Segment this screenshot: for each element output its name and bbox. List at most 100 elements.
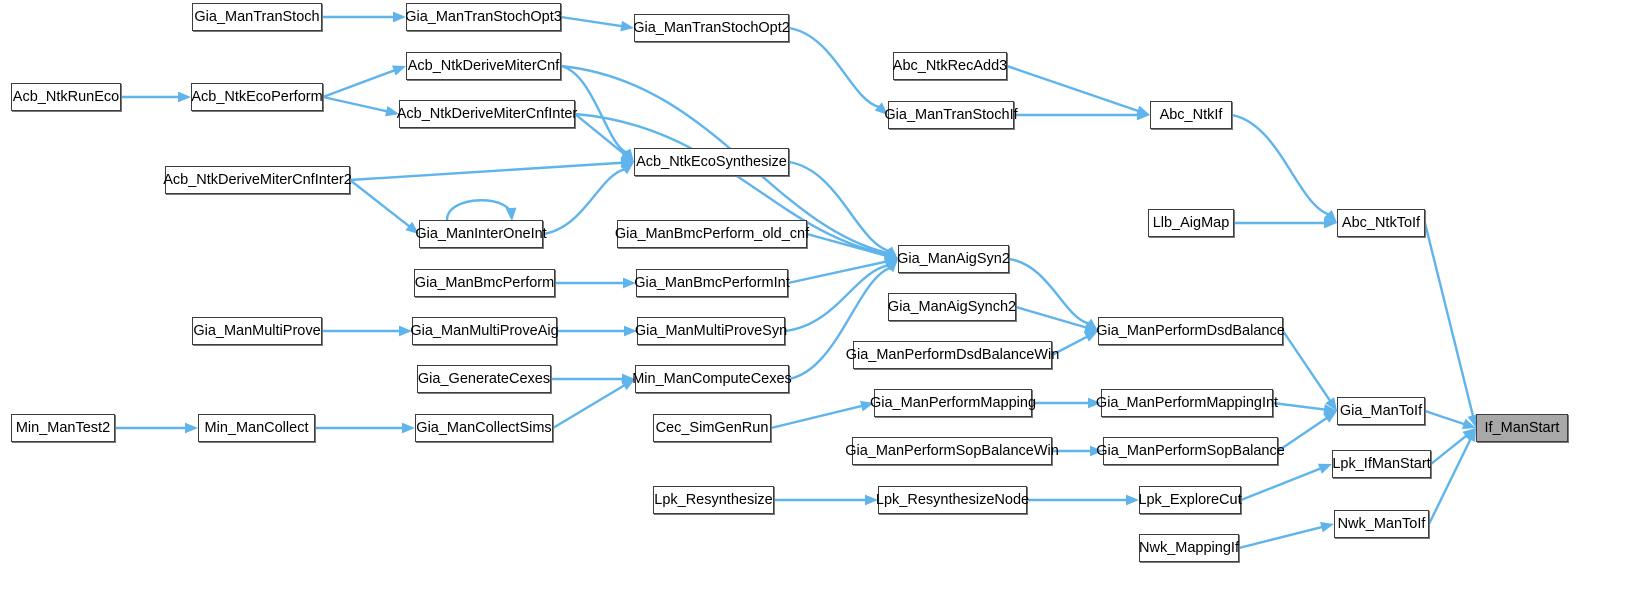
graph-node-min-mancollect[interactable]: Min_ManCollect bbox=[198, 414, 315, 442]
graph-node-label: Gia_ManBmcPerform_old_cnf bbox=[614, 225, 810, 242]
graph-edge bbox=[1231, 113, 1337, 223]
graph-node-acb-ntkruneco[interactable]: Acb_NtkRunEco bbox=[11, 83, 121, 111]
graph-edge bbox=[774, 494, 878, 506]
graph-node-gia-manbmcperformint[interactable]: Gia_ManBmcPerformInt bbox=[634, 269, 790, 297]
graph-edge bbox=[315, 422, 415, 434]
graph-node-gia-manperformmapping[interactable]: Gia_ManPerformMapping bbox=[870, 389, 1036, 417]
graph-node-gia-manbmcperform[interactable]: Gia_ManBmcPerform bbox=[414, 269, 555, 297]
graph-edge bbox=[770, 400, 874, 430]
graph-node-cec-simgenrun[interactable]: Cec_SimGenRun bbox=[653, 414, 771, 442]
graph-node-label: Acb_NtkDeriveMiterCnfInter2 bbox=[163, 171, 352, 188]
graph-node-gia-mantranstochopt3[interactable]: Gia_ManTranStochOpt3 bbox=[405, 3, 562, 31]
graph-node-nwk-mappingif[interactable]: Nwk_MappingIf bbox=[1139, 534, 1239, 562]
graph-edge bbox=[555, 277, 636, 289]
graph-node-label: Acb_NtkDeriveMiterCnfInter bbox=[396, 105, 578, 122]
graph-edge bbox=[1051, 331, 1098, 357]
graph-edge bbox=[1014, 109, 1150, 121]
graph-node-gia-manbmcperform-old-cnf[interactable]: Gia_ManBmcPerform_old_cnf bbox=[614, 220, 810, 248]
graph-edge bbox=[1423, 222, 1479, 428]
graph-node-gia-manperformdsdbalance[interactable]: Gia_ManPerformDsdBalance bbox=[1096, 317, 1285, 345]
graph-node-gia-manperformmappingint[interactable]: Gia_ManPerformMappingInt bbox=[1096, 389, 1278, 417]
graph-node-label: Gia_ManAigSyn2 bbox=[897, 250, 1010, 267]
graph-edge bbox=[115, 422, 198, 434]
graph-node-gia-manaigsyn2[interactable]: Gia_ManAigSyn2 bbox=[897, 245, 1010, 273]
graph-edge bbox=[349, 157, 634, 182]
graph-node-acb-ntkecosynthesize[interactable]: Acb_NtkEcoSynthesize bbox=[634, 148, 789, 176]
graph-edge bbox=[1052, 445, 1103, 457]
graph-node-lpk-explorecut[interactable]: Lpk_ExploreCut bbox=[1138, 486, 1242, 514]
graph-node-nwk-mantoif[interactable]: Nwk_ManToIf bbox=[1334, 510, 1429, 538]
graph-edge bbox=[1027, 494, 1139, 506]
graph-node-gia-mancollectsims[interactable]: Gia_ManCollectSims bbox=[415, 414, 553, 442]
graph-node-label: Min_ManComputeCexes bbox=[632, 370, 792, 387]
graph-edge bbox=[542, 162, 634, 236]
graph-edge bbox=[1240, 463, 1332, 502]
graph-edge bbox=[787, 256, 898, 285]
graph-node-label: Gia_ManMultiProve bbox=[193, 322, 321, 339]
graph-edge bbox=[445, 199, 517, 221]
graph-edge bbox=[1424, 409, 1476, 430]
graph-node-label: Gia_ManBmcPerformInt bbox=[634, 274, 790, 291]
graph-node-abc-ntkif[interactable]: Abc_NtkIf bbox=[1150, 101, 1232, 129]
graph-node-lpk-resynthesize[interactable]: Lpk_Resynthesize bbox=[653, 486, 774, 514]
graph-node-label: If_ManStart bbox=[1484, 419, 1560, 436]
graph-node-llb-aigmap[interactable]: Llb_AigMap bbox=[1148, 209, 1234, 237]
graph-edge bbox=[1430, 428, 1476, 465]
graph-edge bbox=[788, 160, 898, 259]
graph-node-gia-maninteroneint[interactable]: Gia_ManInterOneInt bbox=[415, 220, 547, 248]
graph-node-label: Lpk_Resynthesize bbox=[654, 491, 773, 508]
graph-edge bbox=[121, 91, 191, 103]
graph-node-gia-manmultiprove[interactable]: Gia_ManMultiProve bbox=[192, 317, 322, 345]
graph-node-gia-manaigsynch2[interactable]: Gia_ManAigSynch2 bbox=[888, 293, 1016, 321]
graph-node-min-mantest2[interactable]: Min_ManTest2 bbox=[11, 414, 115, 442]
graph-node-label: Gia_ManPerformMappingInt bbox=[1095, 394, 1279, 411]
graph-node-label: Gia_ManPerformSopBalance bbox=[1096, 442, 1285, 459]
graph-node-acb-ntkecoperform[interactable]: Acb_NtkEcoPerform bbox=[191, 83, 323, 111]
graph-edge bbox=[322, 95, 399, 117]
graph-node-lpk-ifmanstart[interactable]: Lpk_IfManStart bbox=[1332, 450, 1431, 478]
graph-node-gia-mantranstochif[interactable]: Gia_ManTranStochIf bbox=[884, 101, 1018, 129]
graph-edge bbox=[322, 11, 406, 23]
graph-node-lpk-resynthesizenode[interactable]: Lpk_ResynthesizeNode bbox=[875, 486, 1030, 514]
graph-node-gia-manperformdsdbalancewin[interactable]: Gia_ManPerformDsdBalanceWin bbox=[846, 341, 1059, 369]
graph-node-label: Gia_ManTranStoch bbox=[194, 8, 320, 25]
graph-node-acb-ntkderivemitercnf[interactable]: Acb_NtkDeriveMiterCnf bbox=[406, 52, 561, 80]
graph-node-acb-ntkderivemitercnfinter2[interactable]: Acb_NtkDeriveMiterCnfInter2 bbox=[163, 166, 352, 194]
graph-node-label: Lpk_ResynthesizeNode bbox=[875, 491, 1030, 508]
graph-edge bbox=[322, 325, 412, 337]
graph-node-if-manstart[interactable]: If_ManStart bbox=[1476, 414, 1568, 442]
graph-node-gia-mantranstoch[interactable]: Gia_ManTranStoch bbox=[192, 3, 322, 31]
graph-node-gia-mantoif[interactable]: Gia_ManToIf bbox=[1337, 397, 1425, 425]
graph-node-gia-manmultiprovesyn[interactable]: Gia_ManMultiProveSyn bbox=[635, 317, 787, 345]
graph-node-label: Cec_SimGenRun bbox=[655, 419, 769, 436]
graph-node-label: Gia_ManBmcPerform bbox=[414, 274, 555, 291]
graph-node-gia-manperformsopbalancewin[interactable]: Gia_ManPerformSopBalanceWin bbox=[845, 437, 1059, 465]
graph-node-label: Gia_ManInterOneInt bbox=[415, 225, 547, 242]
graph-node-label: Gia_ManPerformDsdBalanceWin bbox=[845, 346, 1060, 363]
graph-node-label: Gia_ManMultiProveAig bbox=[410, 322, 559, 339]
graph-node-label: Acb_NtkDeriveMiterCnf bbox=[407, 57, 560, 74]
graph-node-label: Abc_NtkRecAdd3 bbox=[892, 57, 1008, 74]
graph-node-gia-generatecexes[interactable]: Gia_GenerateCexes bbox=[417, 365, 551, 393]
graph-node-label: Min_ManCollect bbox=[204, 419, 309, 436]
graph-node-abc-ntktoif[interactable]: Abc_NtkToIf bbox=[1337, 209, 1425, 237]
graph-edge bbox=[788, 259, 898, 381]
graph-node-label: Gia_ManToIf bbox=[1339, 402, 1423, 419]
graph-node-label: Nwk_MappingIf bbox=[1139, 539, 1239, 556]
graph-node-label: Gia_ManPerformMapping bbox=[869, 394, 1037, 411]
graph-node-label: Min_ManTest2 bbox=[15, 419, 111, 436]
graph-edge bbox=[322, 65, 406, 99]
graph-node-label: Lpk_ExploreCut bbox=[1138, 491, 1242, 508]
graph-node-gia-manperformsopbalance[interactable]: Gia_ManPerformSopBalance bbox=[1096, 437, 1285, 465]
graph-node-label: Acb_NtkRunEco bbox=[12, 88, 120, 105]
graph-node-abc-ntkrecadd3[interactable]: Abc_NtkRecAdd3 bbox=[893, 52, 1007, 80]
graph-node-min-mancomputecexes[interactable]: Min_ManComputeCexes bbox=[632, 365, 792, 393]
graph-node-acb-ntkderivemitercnfinter[interactable]: Acb_NtkDeriveMiterCnfInter bbox=[396, 100, 578, 128]
graph-node-gia-manmultiproveaig[interactable]: Gia_ManMultiProveAig bbox=[410, 317, 559, 345]
graph-edge bbox=[1234, 217, 1337, 229]
graph-node-label: Acb_NtkEcoSynthesize bbox=[636, 153, 787, 170]
graph-node-gia-mantranstochopt2[interactable]: Gia_ManTranStochOpt2 bbox=[633, 14, 790, 42]
graph-node-label: Gia_GenerateCexes bbox=[417, 370, 551, 387]
